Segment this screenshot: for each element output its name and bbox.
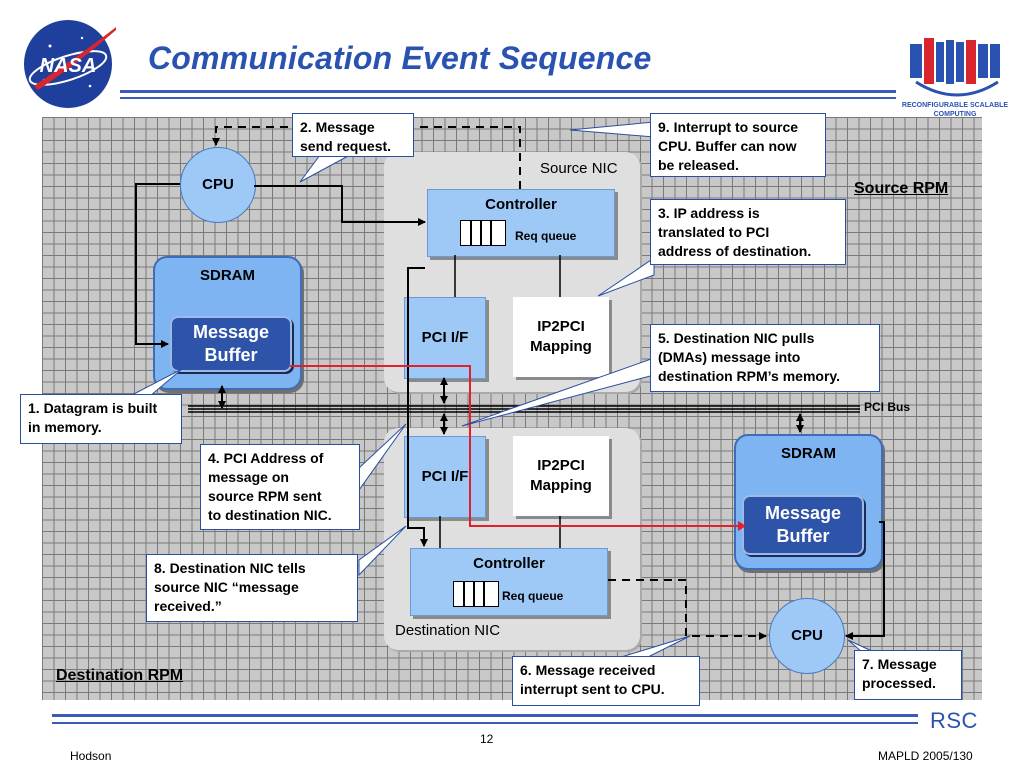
rcsc-logo-caption: RECONFIGURABLE SCALABLE COMPUTING (901, 102, 1009, 118)
footer-rule-top (52, 714, 918, 717)
source-controller-block: Controller Req queue (427, 189, 615, 257)
destination-message-buffer: Message Buffer (742, 495, 864, 555)
callout-step-4: 4. PCI Address of message on source RPM … (200, 444, 360, 530)
source-ip2pci-block: IP2PCI Mapping (513, 297, 609, 377)
callout-step-6: 6. Message received interrupt sent to CP… (512, 656, 700, 706)
destination-ip2pci-block: IP2PCI Mapping (513, 436, 609, 516)
source-message-buffer-line1: Message (192, 322, 270, 342)
pci-bus-label: PCI Bus (864, 400, 911, 414)
callout-step-7-line1: 7. Message (862, 656, 937, 672)
rcsc-logo (910, 30, 1005, 100)
destination-req-queue-label: Req queue (502, 589, 564, 603)
header-rule-top (120, 90, 896, 93)
callout-step-2-line2: send request. (300, 138, 392, 154)
destination-sdram-label: SDRAM (781, 445, 836, 462)
callout-step-9-line1: 9. Interrupt to source (658, 119, 799, 135)
source-req-queue-label: Req queue (515, 229, 577, 243)
callout-step-9-line3: be released. (658, 157, 739, 173)
source-message-buffer-line2: Buffer (204, 345, 258, 365)
callout-step-3-line2: translated to PCI (658, 224, 770, 240)
rsc-logo: RSC (930, 708, 978, 733)
source-ip2pci-line1: IP2PCI (537, 318, 585, 335)
callout-step-6-line2: interrupt sent to CPU. (520, 681, 665, 697)
callout-step-8-line3: received.” (154, 598, 222, 614)
callout-step-6-line1: 6. Message received (520, 662, 656, 678)
callout-step-5-line3: destination RPM’s memory. (658, 368, 841, 384)
nasa-logo-text: NASA (40, 55, 97, 77)
source-nic-label: Source NIC (540, 160, 618, 177)
source-ip2pci-line2: Mapping (530, 338, 592, 355)
footer-rule-bottom (52, 722, 918, 724)
callout-step-2-line1: 2. Message (300, 119, 375, 135)
destination-nic-label: Destination NIC (395, 622, 501, 639)
callout-step-1-line1: 1. Datagram is built (28, 400, 158, 416)
page-number: 12 (480, 732, 494, 746)
callout-step-8: 8. Destination NIC tells source NIC “mes… (146, 554, 358, 622)
callout-step-4-line4: to destination NIC. (208, 507, 332, 523)
callout-step-3: 3. IP address is translated to PCI addre… (650, 199, 846, 265)
callout-step-8-line2: source NIC “message (154, 579, 299, 595)
destination-controller-label: Controller (473, 555, 545, 572)
destination-message-buffer-line1: Message (764, 503, 842, 523)
source-sdram-label: SDRAM (200, 267, 255, 284)
callout-step-3-line1: 3. IP address is (658, 205, 760, 221)
destination-cpu: CPU (769, 598, 845, 674)
callout-step-1-line2: in memory. (28, 419, 102, 435)
source-pci-if-label: PCI I/F (421, 329, 469, 346)
source-rpm-label: Source RPM (854, 180, 949, 197)
callout-step-4-line3: source RPM sent (208, 488, 322, 504)
callout-step-1: 1. Datagram is built in memory. (20, 394, 182, 444)
source-controller-label: Controller (485, 196, 557, 213)
destination-req-queue-icon (453, 581, 499, 607)
destination-ip2pci-line1: IP2PCI (537, 457, 585, 474)
source-req-queue-icon (460, 220, 506, 246)
header-rule-bottom (120, 97, 896, 99)
destination-message-buffer-line2: Buffer (776, 526, 830, 546)
callout-step-9-line2: CPU. Buffer can now (658, 138, 797, 154)
source-cpu: CPU (180, 147, 256, 223)
callout-step-5-line1: 5. Destination NIC pulls (658, 330, 815, 346)
footer-conference: MAPLD 2005/130 (878, 749, 973, 763)
callout-step-3-line3: address of destination. (658, 243, 812, 259)
callout-step-9: 9. Interrupt to source CPU. Buffer can n… (650, 113, 826, 177)
callout-step-4-line2: message on (208, 469, 289, 485)
callout-step-2: 2. Message send request. (292, 113, 414, 157)
callout-step-5: 5. Destination NIC pulls (DMAs) message … (650, 324, 880, 392)
destination-rpm-label: Destination RPM (56, 667, 184, 684)
destination-ip2pci-line2: Mapping (530, 477, 592, 494)
destination-pci-if-label: PCI I/F (421, 468, 469, 485)
callout-step-4-line1: 4. PCI Address of (208, 450, 324, 466)
callout-step-7: 7. Message processed. (854, 650, 962, 700)
destination-pci-if-block: PCI I/F (404, 436, 486, 518)
source-message-buffer: Message Buffer (170, 316, 292, 372)
callout-step-8-line1: 8. Destination NIC tells (154, 560, 306, 576)
page-title: Communication Event Sequence (148, 40, 652, 76)
dma-data-path (290, 365, 738, 527)
nasa-logo: NASA (20, 16, 120, 112)
callout-step-5-line2: (DMAs) message into (658, 349, 801, 365)
footer-author: Hodson (70, 749, 112, 763)
destination-controller-block: Controller Req queue (410, 548, 608, 616)
callout-step-7-line2: processed. (862, 675, 936, 691)
